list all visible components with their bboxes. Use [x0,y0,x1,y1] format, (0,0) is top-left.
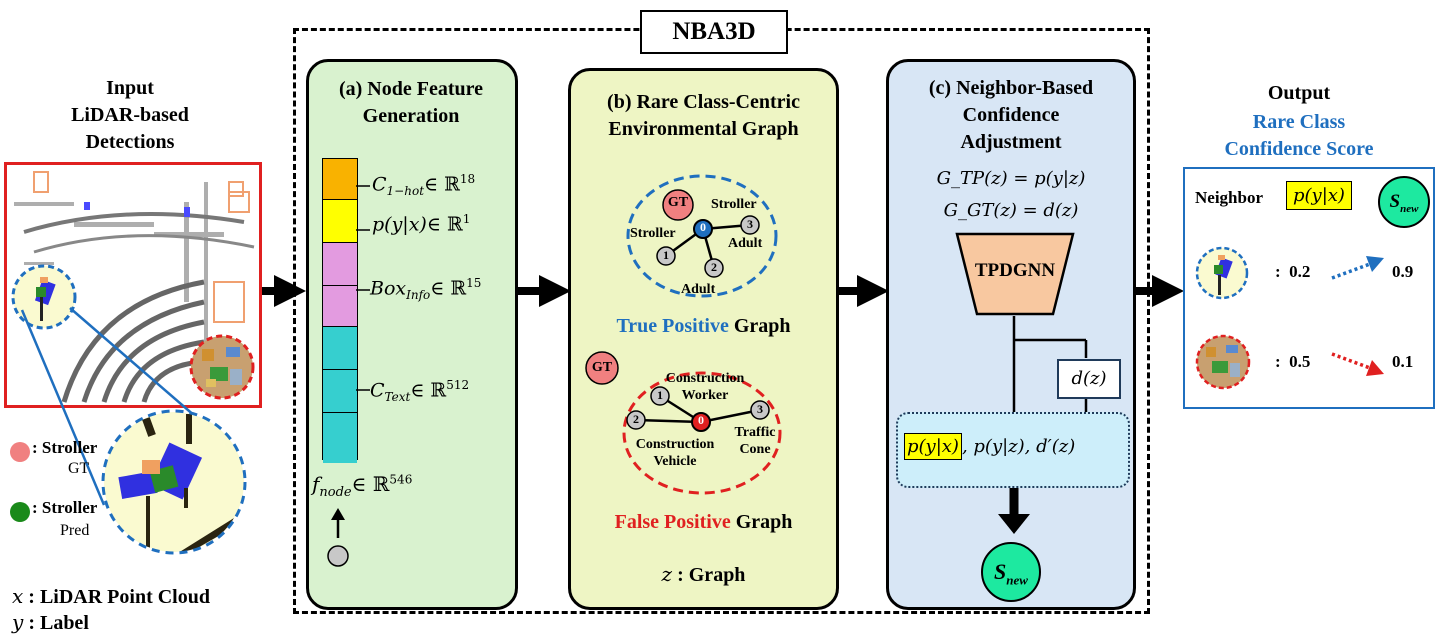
feature-block-onehot [323,159,357,200]
fp-gt-label: GT [591,360,613,375]
tp-gt-label: GT [667,195,689,210]
feature-block-text-3 [323,413,357,463]
panel-c-title: (c) Neighbor-Based Confidence Adjustment [928,77,1094,153]
tp-node-id-1: 1 [663,248,669,262]
input-crop-fp [189,334,255,400]
feature-label-box: BoxInfo∈ ℝ15 [370,276,482,303]
tp-node-id-2: 2 [711,260,717,274]
legend-gt-dot [10,442,30,462]
notation-x: x : LiDAR Point Cloud [12,584,210,608]
tp-graph-caption: True Positive Graph [616,315,791,337]
output-row1-arrow [1331,256,1384,280]
output-row1-values: : 0.2 [1275,262,1311,281]
feature-block-prob [323,200,357,243]
output-row1-after: 0.9 [1392,262,1414,281]
feature-label-text: CText∈ ℝ512 [370,378,470,405]
fp-node-id-3: 3 [757,402,763,416]
feature-block-box [323,243,357,286]
node-input-arrow [327,508,349,567]
snew-output-node: Snew [981,542,1041,602]
panel-c-eq1: G_TP(z) = p(y|z) [936,168,1086,189]
fp-node-id-2: 2 [633,412,639,426]
output-row2-arrow [1331,352,1384,376]
output-row1-thumbnail [1195,246,1249,300]
fp-label-cone: Traffic Cone [734,425,776,457]
feature-block-text [323,327,357,370]
output-title: Output [1267,82,1331,104]
inputs-row: p(y|x), p(y|z), d′(z) [904,433,1134,460]
inputs-highlight: p(y|x) [904,433,962,460]
dz-box: d(z) [1057,359,1121,399]
output-row2-after: 0.1 [1392,352,1414,371]
tp-center-id: 0 [700,220,706,234]
tp-node-id-3: 3 [747,217,753,231]
panel-b-title: (b) Rare Class-Centric Environmental Gra… [607,91,800,140]
panel-a-title: (a) Node Feature Generation [338,78,484,127]
fp-center-id: 0 [698,413,704,427]
fp-label-vehicle: Construction Vehicle [635,437,715,469]
node-feature-label: fnode∈ ℝ546 [312,472,413,500]
feature-label-onehot: C1−hot∈ ℝ18 [372,172,476,199]
feature-label-prob: p(y|x)∈ ℝ1 [372,212,471,236]
tpdgnn-block [955,232,1075,316]
legend-pred-label: : Stroller [32,498,98,517]
z-graph-note: z : Graph [661,562,746,586]
tpdgnn-label: TPDGNN [974,260,1056,281]
legend-gt-sub: GT [68,460,90,477]
fp-graph [585,351,782,495]
legend-gt-label: : Stroller [32,438,98,457]
feature-ticks [356,185,370,391]
output-header-neighbor: Neighbor [1195,188,1263,207]
input-crop-tp [11,264,77,330]
feature-block-text-2 [323,370,357,413]
tp-label-adult-2: Adult [681,282,716,297]
tp-label-adult-1: Adult [728,236,763,251]
panel-c-eq2: G_GT(z) = d(z) [943,200,1079,221]
panel-b-env-graph [568,68,839,610]
tp-graph [626,174,778,298]
fp-label-worker: Construction Worker [665,371,745,403]
tp-label-stroller-2: Stroller [630,226,676,241]
legend-pred-dot [10,502,30,522]
feature-stack [322,158,358,463]
zoomed-stroller-image [101,409,247,555]
fp-node-id-1: 1 [657,388,663,402]
tp-label-stroller-1: Stroller [711,197,757,212]
output-row2-values: : 0.5 [1275,352,1311,371]
legend-pred-sub: Pred [60,522,90,539]
fp-graph-caption: False Positive Graph [614,511,793,533]
output-header-p: p(y|x) [1286,181,1352,210]
framework-title: NBA3D [640,10,788,54]
output-header-snew: Snew [1378,176,1430,228]
input-title: Input LiDAR-based Detections [71,77,189,153]
output-row2-thumbnail [1195,334,1251,390]
feature-block-box-2 [323,286,357,327]
output-subtitle: Rare Class Confidence Score [1224,111,1374,160]
notation-y: y : Label [12,610,89,634]
